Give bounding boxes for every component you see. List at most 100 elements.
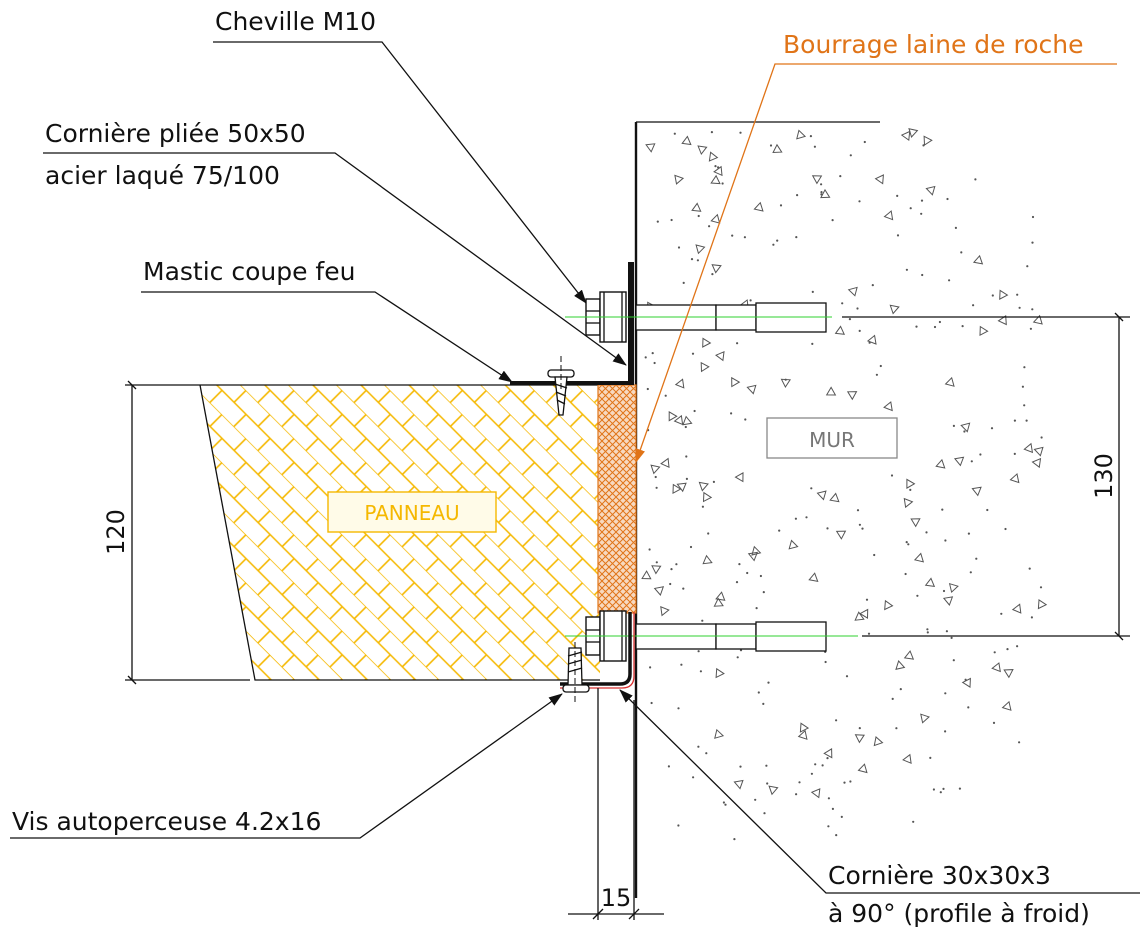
dim-130: 130 (1090, 453, 1118, 499)
concrete-speck (684, 425, 687, 429)
concrete-speck (867, 632, 871, 635)
dim-120: 120 (102, 509, 130, 555)
concrete-aggregate (835, 530, 847, 540)
concrete-aggregate (960, 422, 971, 433)
concrete-aggregate (823, 748, 833, 759)
concrete-aggregate (895, 660, 906, 670)
concrete-aggregate (653, 586, 665, 596)
concrete-speck (939, 791, 942, 794)
concrete-speck (677, 246, 681, 249)
concrete-aggregate (715, 667, 725, 679)
concrete-speck (710, 131, 714, 134)
concrete-speck (863, 140, 866, 144)
concrete-speck (916, 594, 919, 597)
concrete-speck (733, 838, 736, 841)
concrete-aggregate (799, 722, 810, 733)
concrete-speck (993, 651, 996, 654)
concrete-speck (952, 659, 955, 662)
concrete-aggregate (866, 334, 877, 345)
concrete-aggregate (884, 599, 894, 611)
concrete-aggregate (713, 165, 723, 177)
concrete-aggregate (820, 188, 831, 199)
concrete-aggregate (668, 411, 678, 422)
concrete-speck (920, 212, 923, 215)
concrete-speck (831, 219, 834, 222)
concrete-speck (839, 175, 842, 178)
concrete-aggregate (797, 729, 808, 740)
concrete-speck (813, 145, 817, 148)
concrete-aggregate (753, 201, 764, 212)
concrete-speck (685, 477, 689, 480)
concrete-speck (798, 781, 801, 784)
concrete-aggregate (698, 481, 709, 492)
concrete-aggregate (1037, 599, 1048, 610)
concrete-speck (1025, 419, 1028, 422)
concrete-aggregate (972, 254, 984, 265)
concrete-speck (861, 527, 864, 530)
panel: PANNEAU (199, 384, 600, 681)
concrete-speck (1013, 452, 1016, 455)
concrete-aggregate (1033, 446, 1044, 457)
concrete-speck (845, 675, 849, 678)
concrete-speck (926, 628, 929, 631)
concrete-aggregate (691, 202, 702, 212)
concrete-aggregate (713, 597, 724, 607)
concrete-speck (722, 801, 726, 804)
concrete-speck (865, 598, 869, 601)
concrete-speck (794, 517, 798, 520)
concrete-speck (656, 220, 659, 223)
concrete-speck (975, 557, 978, 560)
concrete-aggregate (903, 650, 915, 660)
concrete-speck (714, 165, 717, 168)
concrete-speck (840, 815, 843, 819)
concrete-speck (805, 516, 808, 519)
concrete-speck (1006, 648, 1009, 651)
concrete-speck (762, 591, 765, 594)
concrete-aggregate (953, 456, 965, 467)
concrete-aggregate (651, 565, 662, 575)
concrete-speck (948, 279, 951, 282)
concrete-speck (1013, 419, 1017, 422)
concrete-aggregate (971, 486, 982, 497)
concrete-aggregate (889, 304, 900, 315)
concrete-speck (701, 619, 704, 622)
concrete-aggregate (834, 325, 846, 335)
concrete-speck (749, 299, 752, 302)
concrete-speck (670, 218, 673, 222)
bottom-angle-red-edge (560, 612, 635, 689)
concrete-aggregate (796, 129, 807, 140)
concrete-speck (856, 307, 859, 310)
concrete-aggregate (734, 472, 744, 483)
concrete-speck (735, 581, 739, 584)
concrete-speck (827, 797, 831, 800)
concrete-speck (655, 486, 658, 489)
concrete-speck (701, 505, 705, 508)
concrete-aggregate (997, 314, 1007, 326)
concrete-speck (708, 225, 711, 228)
concrete-speck (721, 182, 724, 185)
label-corniere-pliee-1: Cornière pliée 50x50 (45, 119, 306, 148)
panel-tag-box (327, 491, 497, 533)
concrete-aggregate (682, 415, 693, 426)
concrete-aggregate (697, 145, 708, 155)
concrete-aggregate (924, 577, 936, 588)
concrete-speck (795, 793, 798, 796)
concrete-speck (690, 258, 694, 261)
concrete-speck (1039, 586, 1043, 589)
label-corniere-pliee-2: acier laqué 75/100 (45, 161, 280, 190)
concrete-speck (779, 204, 783, 207)
concrete-speck (1023, 404, 1026, 407)
concrete-aggregate (854, 611, 865, 621)
concrete-speck (731, 234, 734, 237)
concrete-speck (755, 607, 758, 610)
concrete-aggregate (772, 143, 783, 154)
concrete-speck (776, 239, 779, 242)
concrete-speck (933, 325, 937, 329)
label-corniere-30-2: à 90° (profile à froid) (828, 899, 1090, 928)
callout-vis: Vis autoperceuse 4.2x16 (10, 693, 563, 839)
concrete-aggregate (816, 490, 827, 501)
concrete-speck (835, 719, 838, 722)
concrete-speck (784, 378, 787, 381)
concrete-speck (744, 418, 747, 421)
